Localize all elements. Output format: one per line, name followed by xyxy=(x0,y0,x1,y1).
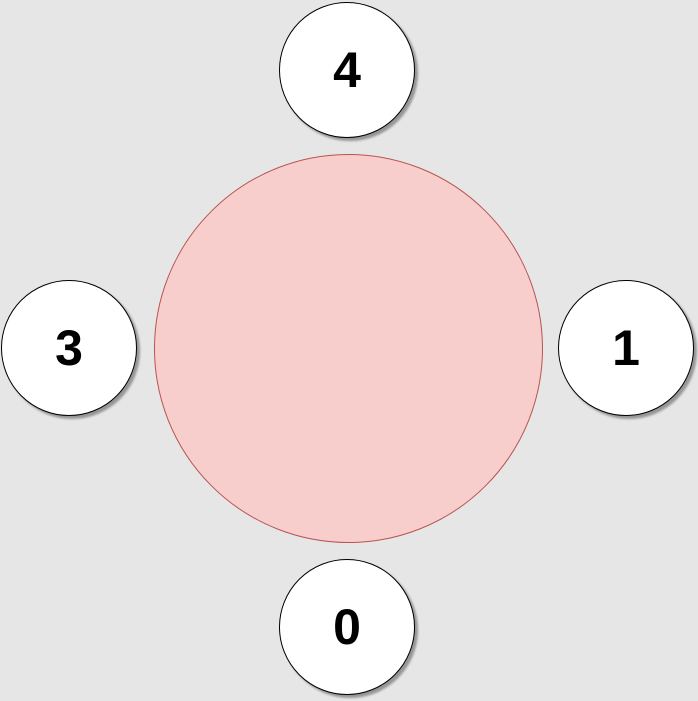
node-bottom-label: 0 xyxy=(333,599,361,655)
node-left: 3 xyxy=(1,280,137,416)
node-right-label: 1 xyxy=(612,320,640,376)
node-top: 4 xyxy=(279,2,415,138)
node-bottom: 0 xyxy=(279,559,415,695)
node-top-label: 4 xyxy=(333,42,361,98)
center-circle xyxy=(154,154,543,543)
node-right: 1 xyxy=(558,280,694,416)
node-left-label: 3 xyxy=(55,320,83,376)
